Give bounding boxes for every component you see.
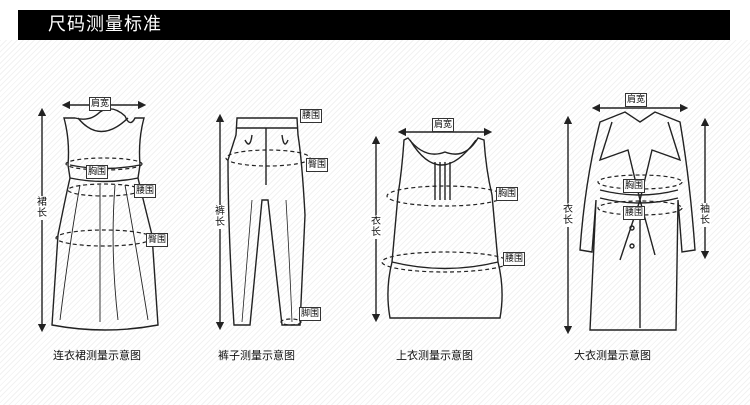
dress-waist-label: 腰围 <box>134 184 157 198</box>
coat-sleeve-label: 袖长 <box>699 203 711 227</box>
pants-caption: 裤子测量示意图 <box>218 349 295 362</box>
pants-length-label: 裤长 <box>214 205 226 229</box>
top-drawing <box>387 137 503 319</box>
top-caption: 上衣测量示意图 <box>396 349 473 362</box>
top-shoulder-label: 肩宽 <box>432 118 455 132</box>
dress-hip-label: 臀围 <box>146 233 169 247</box>
top-waist-label: 腰围 <box>503 252 526 266</box>
pants-measure-lines <box>225 149 311 326</box>
coat-shoulder-label: 肩宽 <box>625 93 648 107</box>
pants-hip-label: 臀围 <box>306 158 329 172</box>
coat-waist-label: 腰围 <box>623 206 646 220</box>
title-bar: 尺码测量标准 <box>18 10 730 40</box>
pants-hem-label: 脚围 <box>299 307 322 321</box>
page-title: 尺码测量标准 <box>48 14 162 35</box>
dress-caption: 连衣裙测量示意图 <box>53 349 141 362</box>
coat-length-label: 衣长 <box>562 203 574 227</box>
coat-caption: 大衣测量示意图 <box>574 349 651 362</box>
coat-drawing <box>579 111 696 331</box>
pants-waist-label: 腰围 <box>300 109 323 123</box>
dress-shoulder-label: 肩宽 <box>89 97 112 111</box>
dress-drawing <box>51 108 159 331</box>
dress-length-label: 裙长 <box>36 196 48 220</box>
top-length-label: 衣长 <box>370 215 382 239</box>
dress-chest-label: 胸围 <box>86 165 109 179</box>
coat-chest-label: 胸围 <box>623 179 646 193</box>
pants-drawing <box>227 117 306 326</box>
top-chest-label: 胸围 <box>496 187 519 201</box>
